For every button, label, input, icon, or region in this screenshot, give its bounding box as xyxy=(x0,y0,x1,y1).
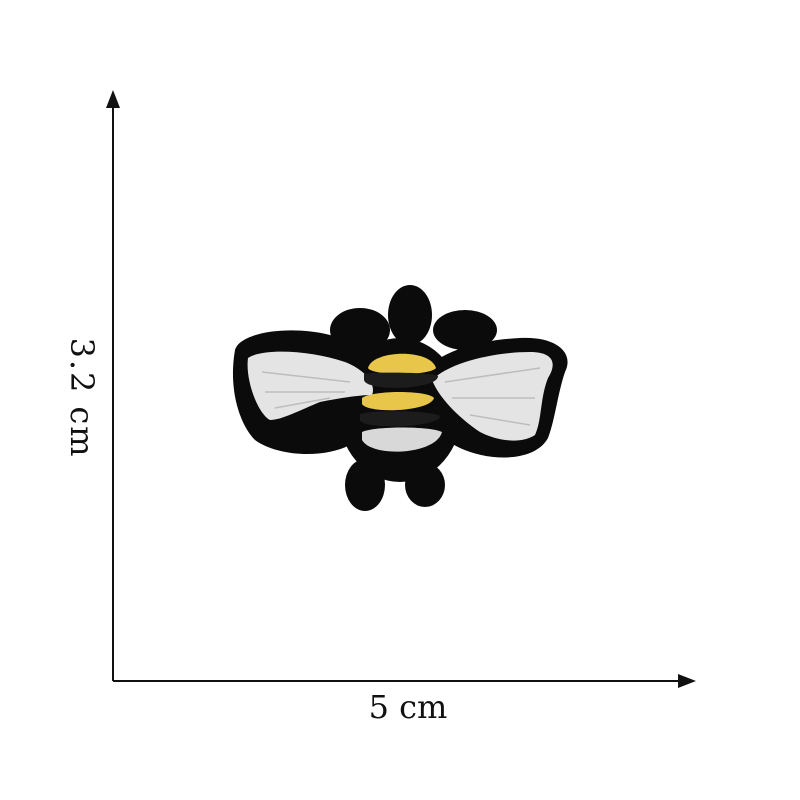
body-yellow-stripe xyxy=(362,392,434,411)
width-dimension-label: 5 cm xyxy=(368,688,448,726)
body-dark-stripe-2 xyxy=(360,411,440,427)
left-wing xyxy=(247,351,373,420)
bee-body xyxy=(360,353,442,452)
body-dark-stripe-1 xyxy=(364,372,438,388)
right-wing xyxy=(432,352,553,441)
height-dimension-label: 3.2 cm xyxy=(63,337,101,459)
right-wing-stitching xyxy=(444,367,541,426)
horizontal-arrow-icon xyxy=(678,674,696,688)
abdomen-light-stripe xyxy=(362,427,442,452)
head-yellow-stripe xyxy=(368,353,436,374)
vertical-arrow-icon xyxy=(106,90,120,108)
left-wing-stitching xyxy=(261,371,351,409)
